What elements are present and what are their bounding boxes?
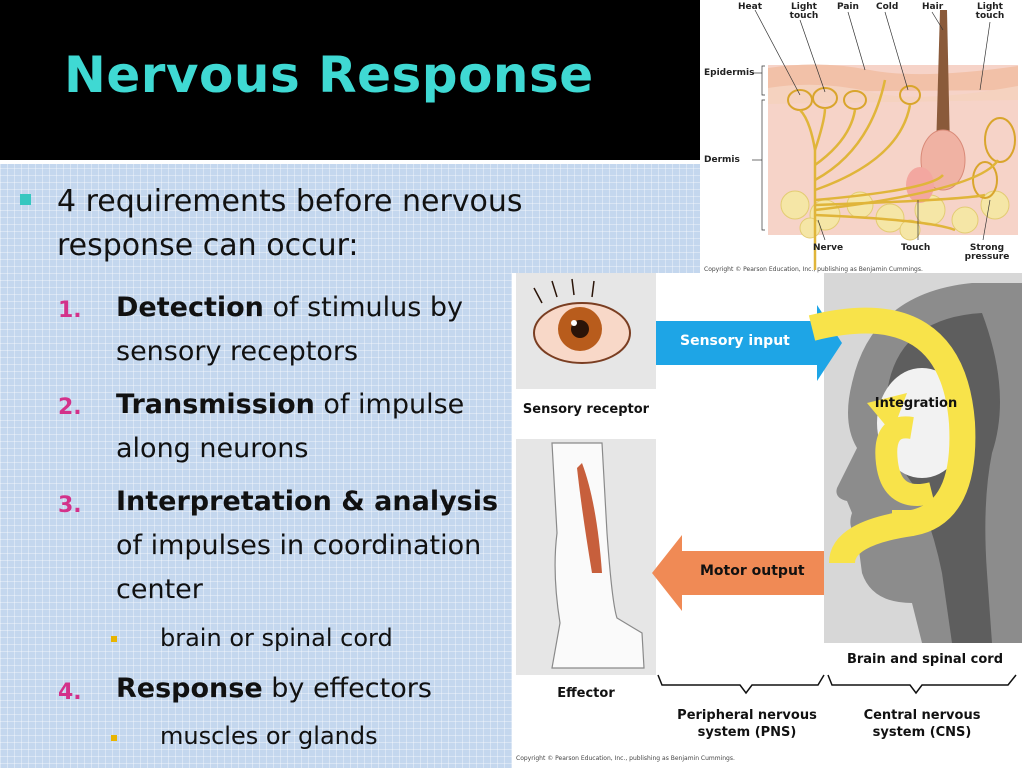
pns-label: Peripheral nervous system (PNS) — [672, 707, 822, 741]
label-touch: Touch — [901, 244, 930, 253]
item-rest-text: by effectors — [263, 673, 432, 704]
list-item-response: Response by effectors — [116, 667, 516, 711]
sub-item-text: brain or spinal cord — [160, 624, 393, 652]
brain-spinal-cord-label: Brain and spinal cord — [830, 651, 1020, 668]
sensory-input-label: Sensory input — [680, 333, 810, 349]
label-cold: Cold — [876, 3, 898, 12]
label-pain: Pain — [837, 3, 859, 12]
skin-cross-section-illustration — [700, 0, 1024, 274]
label-epidermis: Epidermis — [704, 69, 754, 78]
nervous-system-figure: Sensory input Motor output Integration S… — [512, 273, 1024, 768]
label-strong-pressure: Strong pressure — [962, 244, 1012, 262]
main-bullet-text: 4 requirements before nervous response c… — [57, 180, 527, 268]
item-bold-term: Interpretation & analysis — [116, 486, 498, 517]
item-number: 3. — [58, 493, 82, 518]
motor-output-label: Motor output — [700, 563, 820, 579]
item-number: 2. — [58, 395, 82, 420]
item-rest-text: of impulses in coordination center — [116, 530, 481, 605]
sub-item-text: muscles or glands — [160, 722, 378, 750]
integration-label: Integration — [866, 395, 966, 412]
item-number: 1. — [58, 298, 82, 323]
label-hair: Hair — [922, 3, 943, 12]
list-item-detection: Detection of stimulus by sensory recepto… — [116, 286, 516, 374]
label-light-touch: Light touch — [786, 3, 822, 21]
label-heat: Heat — [738, 3, 762, 12]
item-number: 4. — [58, 680, 82, 705]
item-bold-term: Response — [116, 673, 263, 704]
label-dermis: Dermis — [704, 156, 740, 165]
sub-bullet-marker — [111, 636, 117, 642]
cns-label: Central nervous system (CNS) — [842, 707, 1002, 741]
skin-receptors-figure: Heat Light touch Pain Cold Hair Light to… — [700, 0, 1024, 274]
list-item-transmission: Transmission of impulse along neurons — [116, 383, 516, 471]
item-bold-term: Detection — [116, 292, 264, 323]
item-bold-term: Transmission — [116, 389, 315, 420]
sub-bullet-marker — [111, 735, 117, 741]
figure-copyright: Copyright © Pearson Education, Inc., pub… — [704, 266, 923, 273]
list-item-interpretation: Interpretation & analysis of impulses in… — [116, 480, 516, 612]
title-underline — [0, 160, 700, 164]
figure-copyright: Copyright © Pearson Education, Inc., pub… — [516, 755, 735, 762]
label-nerve: Nerve — [813, 244, 843, 253]
bullet-marker — [20, 194, 31, 205]
label-light-touch: Light touch — [972, 3, 1008, 21]
slide-title: Nervous Response — [64, 46, 594, 104]
effector-label: Effector — [518, 685, 654, 702]
sensory-receptor-label: Sensory receptor — [518, 401, 654, 418]
